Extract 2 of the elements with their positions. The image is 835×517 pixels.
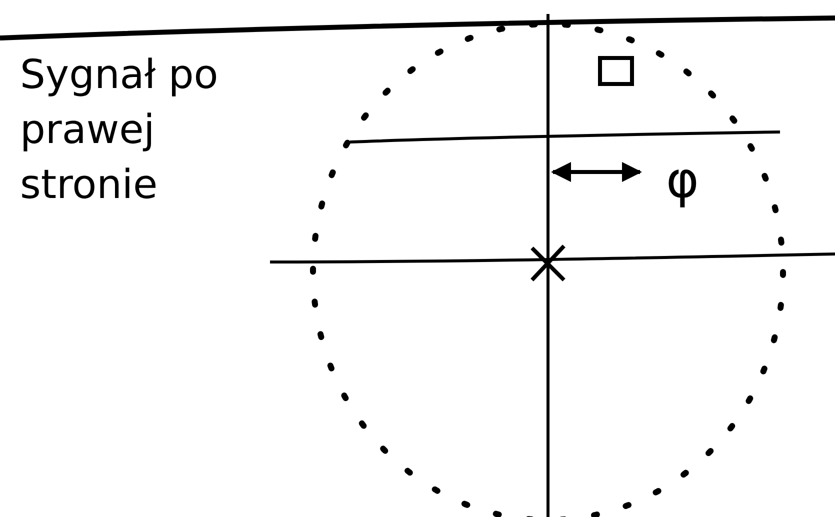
- signal-caption: Sygnał po prawej stronie: [20, 51, 220, 210]
- phi-symbol: φ: [666, 150, 700, 210]
